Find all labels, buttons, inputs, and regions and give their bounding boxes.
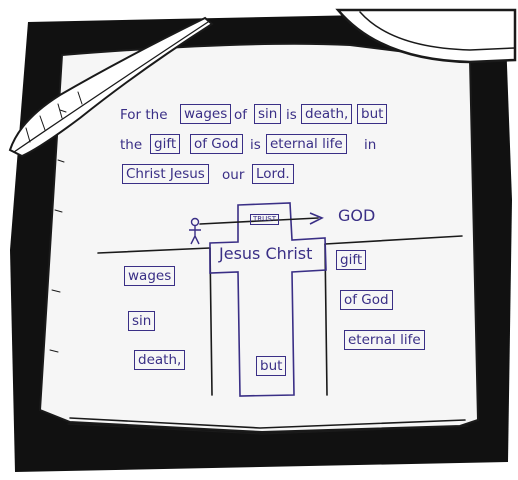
arrow-head-icon (309, 212, 324, 225)
god-label: GOD (338, 206, 376, 225)
boxed-word-christ-jesus: Christ Jesus (122, 164, 209, 184)
verse-word: is (250, 137, 261, 153)
verse-word: in (364, 137, 377, 153)
boxed-word-gift: gift (150, 134, 181, 154)
right-box-gift: gift (336, 250, 367, 270)
verse-word: is (286, 107, 297, 123)
jesus-christ-label: Jesus Christ (219, 244, 313, 263)
boxed-word-but: but (357, 104, 388, 124)
right-box-eternal-life: eternal life (344, 330, 425, 350)
person-icon (189, 217, 201, 245)
boxed-word-sin: sin (254, 104, 282, 124)
right-box-of-god: of God (340, 290, 393, 310)
boxed-word-of-god: of God (190, 134, 243, 154)
boxed-word-but-bottom: but (256, 356, 287, 376)
trust-label: TRUST (250, 214, 279, 225)
boxed-word-wages: wages (180, 104, 232, 124)
verse-word: our (222, 167, 245, 183)
left-box-death: death, (134, 350, 186, 370)
verse-word: the (120, 137, 143, 153)
plate-corner (335, 8, 517, 64)
boxed-word-lord: Lord. (252, 164, 294, 184)
open-book-paper (38, 42, 480, 434)
left-box-wages: wages (124, 266, 176, 286)
verse-word: For the (120, 107, 168, 123)
boxed-word-eternal-life: eternal life (266, 134, 347, 154)
left-box-sin: sin (128, 311, 156, 331)
verse-word: of (234, 107, 248, 123)
cross-shape (209, 202, 327, 397)
boxed-word-death: death, (301, 104, 353, 124)
